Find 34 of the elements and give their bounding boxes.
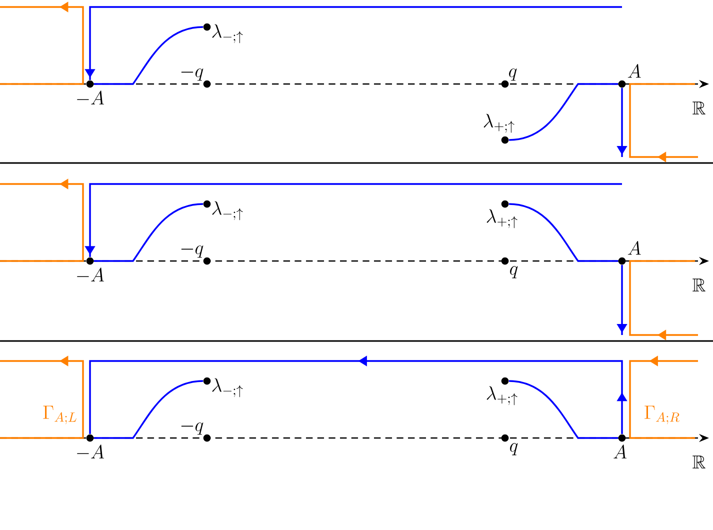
contour-label: $\Gamma_{A;L}$ — [43, 406, 76, 424]
contour-path — [84, 183, 622, 258]
contour-path — [94, 380, 204, 439]
contour-path — [84, 6, 622, 80]
contour-path — [89, 356, 628, 434]
point-label: $\lambda_{+;\uparrow}$ — [486, 209, 518, 228]
point-label: $-q$ — [181, 68, 204, 81]
point-label: $-A$ — [77, 268, 104, 282]
contour-path — [508, 380, 618, 439]
axis-label: $\mathbb{R}$ — [692, 278, 706, 292]
point-label: $\lambda_{-;\uparrow}$ — [212, 378, 243, 398]
point-label: $-A$ — [77, 90, 104, 104]
axis-label: $\mathbb{R}$ — [692, 456, 706, 468]
point-label: $\lambda_{-;\uparrow}$ — [212, 24, 243, 44]
point-label: $-q$ — [181, 246, 204, 258]
point-label: $q$ — [510, 266, 518, 278]
point-label: $\lambda_{+;\uparrow}$ — [484, 114, 514, 133]
contour-path — [94, 203, 204, 262]
contour-path — [616, 88, 628, 157]
point-label: $-q$ — [181, 422, 204, 435]
point-label: $q$ — [509, 68, 517, 81]
point-label: $A$ — [628, 64, 641, 78]
point-label: $\lambda_{-;\uparrow}$ — [212, 201, 243, 220]
contour-label: $\Gamma_{A;R}$ — [644, 406, 680, 424]
axis-label: $\mathbb{R}$ — [692, 102, 706, 114]
point-label: $\lambda_{+;\uparrow}$ — [486, 386, 518, 406]
point-label: $q$ — [510, 443, 518, 456]
contour-path — [508, 203, 618, 262]
point-label: $-A$ — [77, 444, 104, 458]
contour-path — [616, 264, 628, 335]
contour-path — [94, 26, 204, 85]
point-label: $A$ — [628, 241, 641, 255]
contour-path — [508, 83, 618, 141]
point-label: $A$ — [614, 444, 626, 458]
